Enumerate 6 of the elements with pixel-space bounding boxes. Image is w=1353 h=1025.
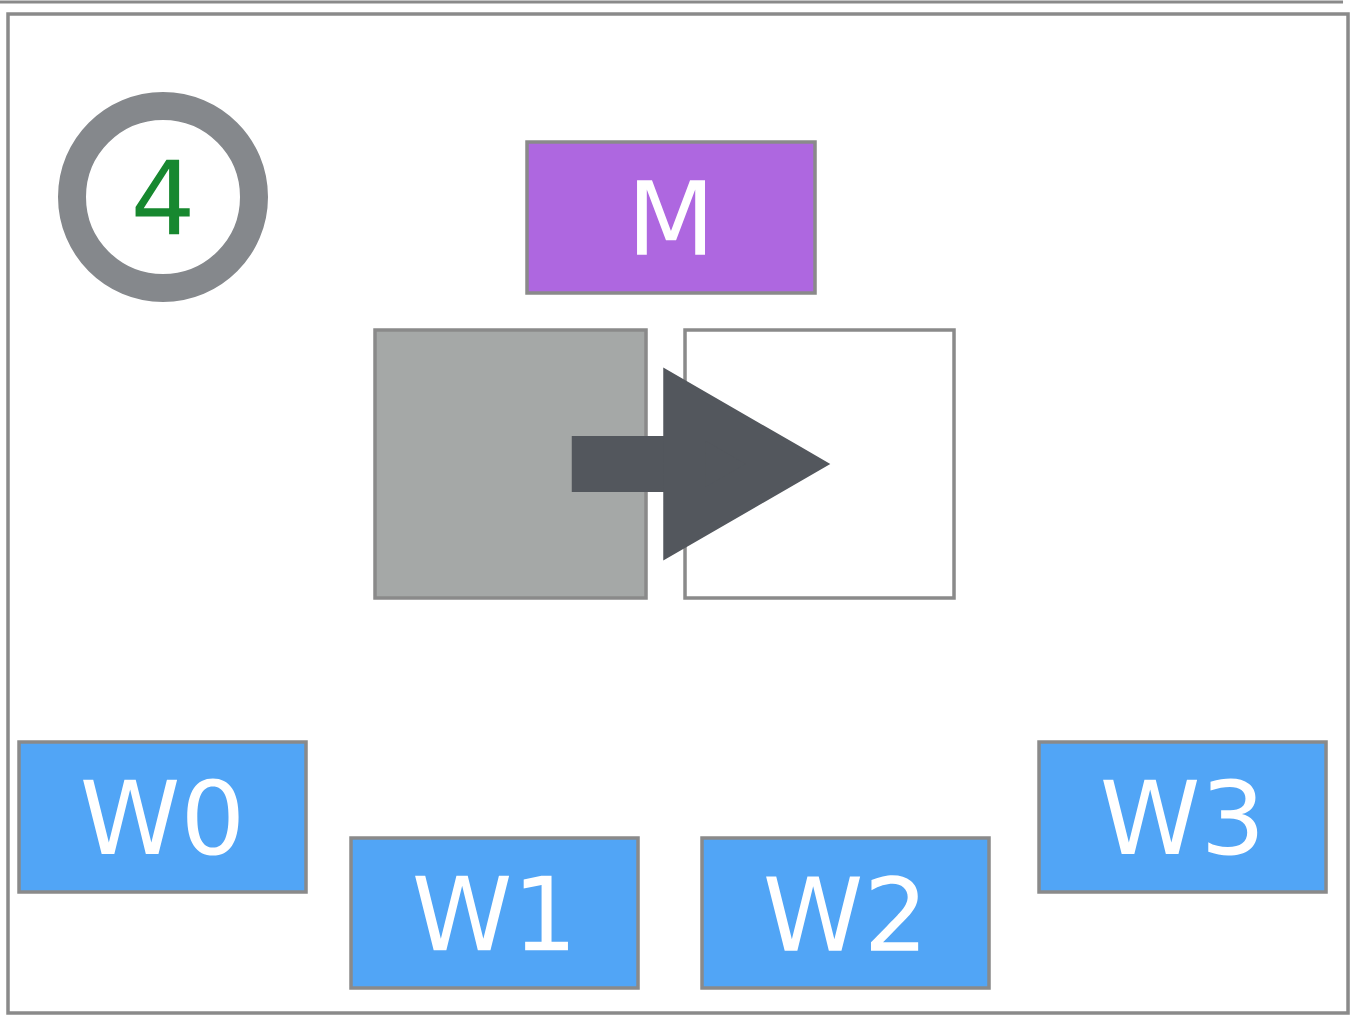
worker-box: W1 [349, 836, 640, 990]
worker-box: W3 [1037, 740, 1328, 894]
worker-box: W0 [17, 740, 308, 894]
master-box: M [525, 140, 817, 295]
worker-box: W2 [700, 836, 991, 990]
filled-square [373, 328, 648, 600]
